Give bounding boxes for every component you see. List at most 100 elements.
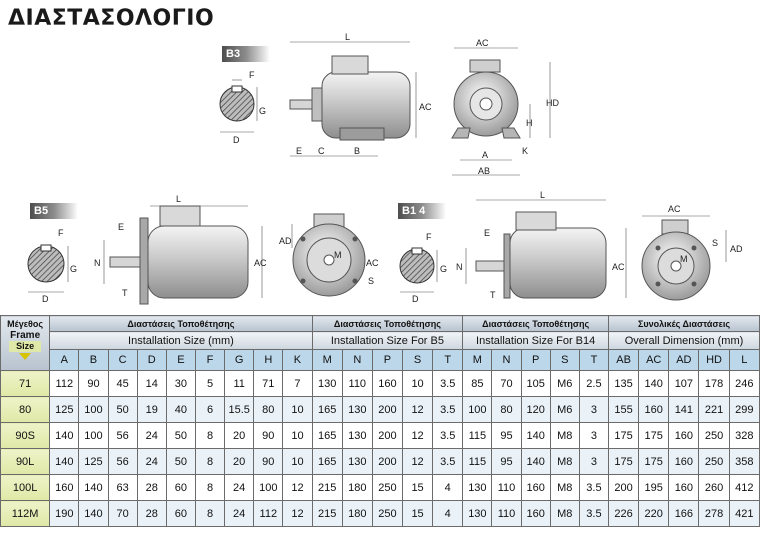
table-cell: 141 (668, 396, 700, 423)
b5-side-view (103, 205, 263, 305)
b3-label-c: C (318, 146, 325, 156)
b3-label-ab: AB (478, 166, 490, 176)
table-cell: 200 (371, 396, 404, 423)
table-cell: 278 (698, 500, 730, 527)
group-header-gr: Διαστάσεις Τοποθέτησης (49, 315, 313, 332)
table-cell: 12 (282, 500, 313, 527)
table-cell: 3.5 (432, 448, 464, 475)
table-cell: 160 (371, 370, 404, 397)
table-cell: 140 (49, 422, 80, 449)
frame-size-cell: 90S (0, 422, 51, 449)
table-cell: 120 (520, 396, 551, 423)
column-header: AB (608, 349, 640, 371)
table-cell: 160 (668, 422, 700, 449)
table-cell: 110 (491, 474, 522, 501)
table-cell: 40 (165, 396, 196, 423)
table-cell: 130 (341, 396, 373, 423)
table-cell: 250 (371, 500, 404, 527)
column-header: S (549, 349, 580, 371)
table-cell: 56 (107, 448, 138, 475)
dimension-table: Μέγεθος Frame Size Διαστάσεις Τοποθέτηση… (0, 315, 760, 527)
column-header: T (432, 349, 464, 371)
table-cell: 221 (698, 396, 730, 423)
table-cell: 28 (136, 500, 167, 527)
table-cell: 250 (698, 422, 730, 449)
table-cell: 7 (282, 370, 313, 397)
tag-b3: B3 (222, 46, 270, 62)
group-header-gr: Διαστάσεις Τοποθέτησης (462, 315, 610, 332)
table-cell: 110 (341, 370, 373, 397)
b14-label-l: L (540, 190, 545, 200)
table-cell: 215 (311, 474, 343, 501)
table-cell: 166 (668, 500, 700, 527)
table-cell: 140 (520, 422, 551, 449)
group-header-gr: Διαστάσεις Τοποθέτησης (311, 315, 464, 332)
table-cell: M8 (549, 500, 580, 527)
table-cell: 10 (401, 370, 434, 397)
column-header: HD (698, 349, 730, 371)
table-cell: 24 (224, 500, 255, 527)
b5-label-ac-side: AC (254, 258, 267, 268)
table-cell: 100 (78, 396, 109, 423)
column-header: A (49, 349, 80, 371)
table-cell: M6 (549, 370, 580, 397)
table-cell: 105 (520, 370, 551, 397)
b5-flange-view (291, 213, 366, 297)
table-cell: 80 (491, 396, 522, 423)
table-cell: 130 (341, 422, 373, 449)
table-cell: 12 (282, 474, 313, 501)
b14-label-d: D (412, 294, 419, 304)
b3-label-h: H (526, 118, 533, 128)
table-cell: 412 (728, 474, 760, 501)
table-cell: M8 (549, 448, 580, 475)
column-header: S (401, 349, 434, 371)
table-cell: 11 (224, 370, 255, 397)
table-cell: 10 (282, 396, 313, 423)
table-cell: 4 (432, 500, 464, 527)
table-cell: 130 (341, 448, 373, 475)
column-header: E (165, 349, 196, 371)
b14-label-ac-side: AC (612, 262, 625, 272)
b3-label-e: E (296, 146, 302, 156)
table-cell: 50 (107, 396, 138, 423)
b3-label-g: G (259, 106, 266, 116)
b5-label-d: D (42, 294, 49, 304)
table-cell: 246 (728, 370, 760, 397)
table-cell: 175 (608, 448, 640, 475)
motor-drawings: F G D L E C B AC AC HD H A K AB (27, 32, 743, 305)
table-cell: 160 (668, 474, 700, 501)
table-cell: 175 (608, 422, 640, 449)
group-header-en: Installation Size (mm) (49, 331, 313, 350)
table-cell: 180 (341, 500, 373, 527)
b14-label-t: T (490, 290, 496, 300)
table-cell: 10 (282, 422, 313, 449)
b3-shaft-section (219, 79, 258, 133)
table-cell: 3.5 (578, 474, 610, 501)
table-cell: 95 (491, 422, 522, 449)
table-cell: 130 (462, 500, 493, 527)
table-cell: M8 (549, 474, 580, 501)
column-header: D (136, 349, 167, 371)
table-cell: 226 (608, 500, 640, 527)
b3-front-view (451, 47, 551, 176)
b5-label-e: E (118, 222, 124, 232)
table-cell: 28 (136, 474, 167, 501)
triangle-down-icon (19, 353, 32, 360)
table-cell: 200 (371, 422, 404, 449)
table-cell: 90 (253, 448, 284, 475)
table-cell: 3 (578, 448, 610, 475)
b3-label-ac-side: AC (419, 102, 432, 112)
b5-label-l: L (176, 194, 181, 204)
table-cell: 125 (78, 448, 109, 475)
b5-label-f: F (58, 228, 64, 238)
table-cell: 14 (136, 370, 167, 397)
table-cell: 3.5 (432, 396, 464, 423)
table-cell: 115 (462, 422, 493, 449)
b3-label-l: L (345, 32, 350, 42)
table-cell: 85 (462, 370, 493, 397)
table-cell: 200 (608, 474, 640, 501)
frame-size-cell: 71 (0, 370, 51, 397)
table-cell: 3 (578, 396, 610, 423)
